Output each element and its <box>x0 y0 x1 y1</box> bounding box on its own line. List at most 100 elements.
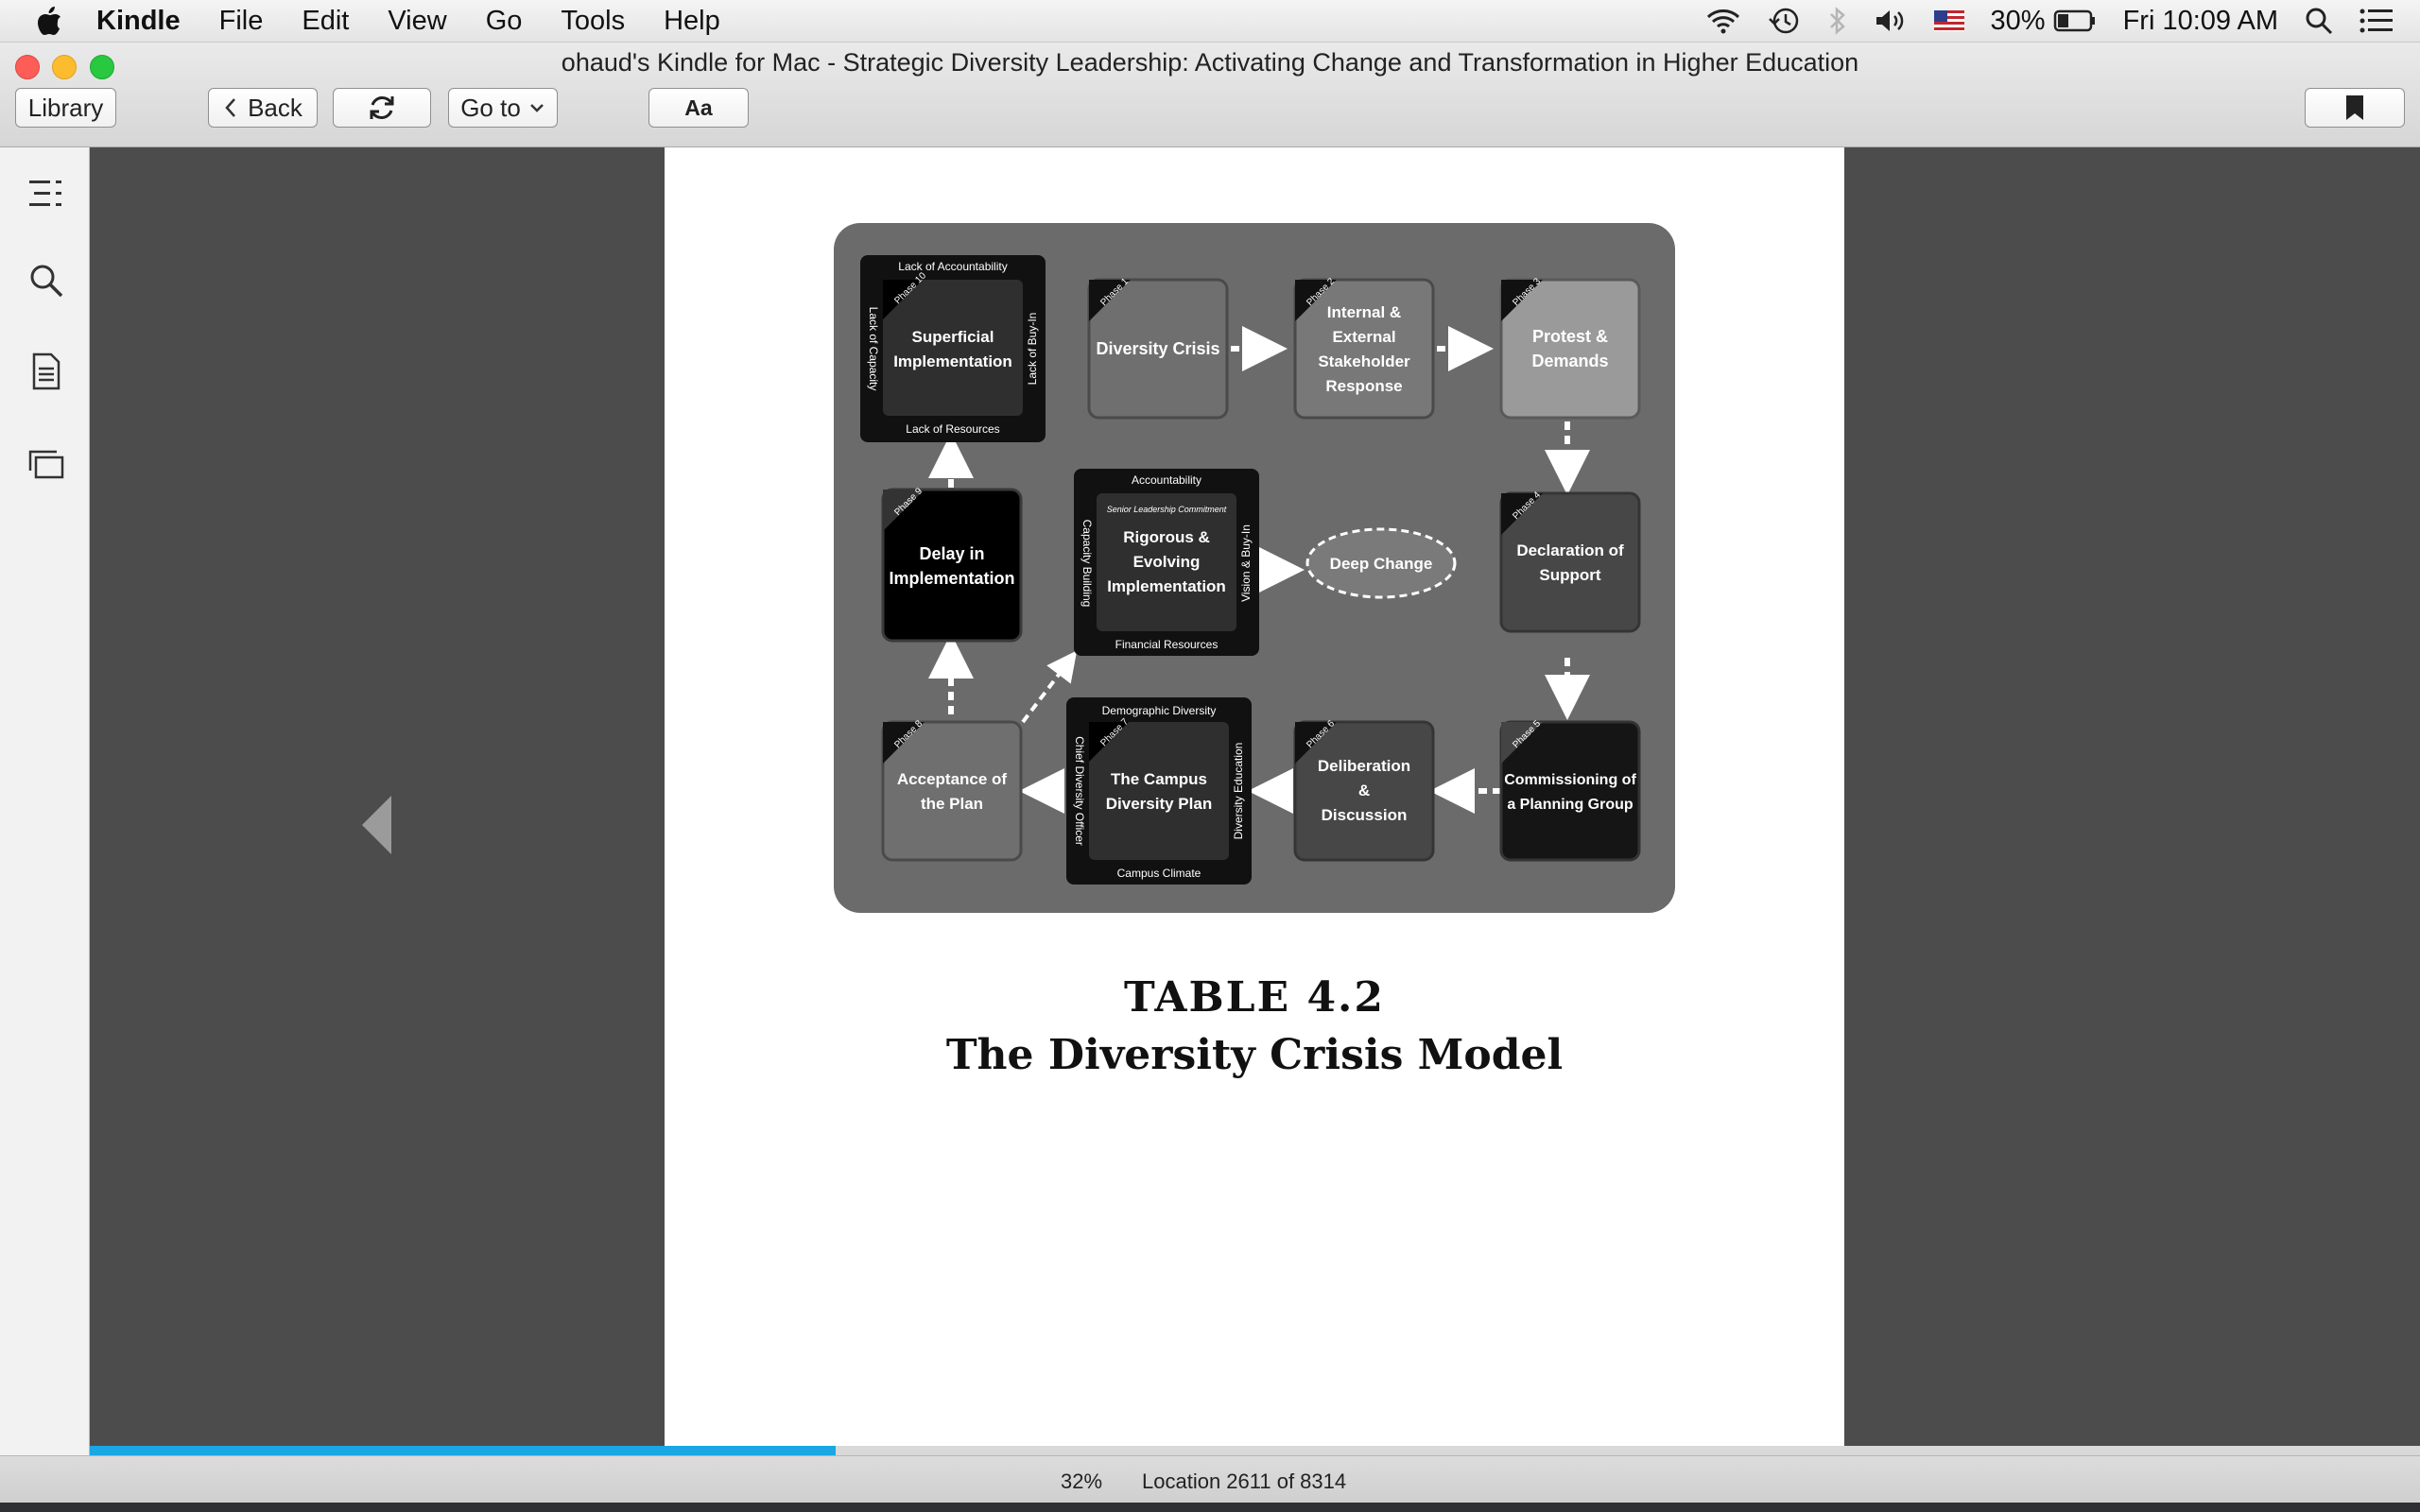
menu-edit[interactable]: Edit <box>302 5 350 36</box>
desktop-background <box>0 1503 2420 1512</box>
box-title-line2: Implementation <box>889 569 1014 588</box>
side-label-top: Lack of Accountability <box>898 260 1007 273</box>
box-title-line2: Demands <box>1531 352 1608 370</box>
box-title-line3: Implementation <box>1107 577 1226 595</box>
box-subtitle: Senior Leadership Commitment <box>1107 505 1227 514</box>
menu-bar: Kindle File Edit View Go Tools Help 30% … <box>0 0 2420 43</box>
side-label-left: Lack of Capacity <box>867 307 880 391</box>
box-title-line1: Protest & <box>1532 327 1608 346</box>
deep-change-ellipse: Deep Change <box>1305 527 1457 599</box>
side-label-bottom: Campus Climate <box>1117 867 1201 880</box>
window-toolbar: ohaud's Kindle for Mac - Strategic Diver… <box>0 43 2420 147</box>
search-icon[interactable] <box>26 261 66 301</box>
figure-caption: TABLE 4.2 The Diversity Crisis Model <box>665 973 1844 1079</box>
zoom-window-button[interactable] <box>90 55 114 79</box>
time-machine-icon[interactable] <box>1768 6 1802 36</box>
phase-10-box: Phase 10 Lack of Accountability Lack of … <box>860 255 1046 442</box>
phase-9-box: Phase 9 Delay in Implementation <box>881 486 1023 643</box>
bookmark-button[interactable] <box>2305 88 2405 128</box>
box-title-line2: External <box>1332 328 1395 346</box>
chevron-left-icon <box>225 98 236 117</box>
menu-go[interactable]: Go <box>485 5 523 36</box>
menu-view[interactable]: View <box>388 5 447 36</box>
apple-menu-icon[interactable] <box>36 6 64 36</box>
box-title-line1: Superficial <box>912 328 994 346</box>
phase-5-box: Phase 5 Commissioning of a Planning Grou… <box>1499 718 1641 862</box>
box-title-line1: Acceptance of <box>897 770 1008 788</box>
status-area: 30% Fri 10:09 AM <box>1705 0 2420 42</box>
side-label-right: Diversity Education <box>1232 743 1245 840</box>
font-settings-button[interactable]: Aa <box>648 88 749 128</box>
spotlight-search-icon[interactable] <box>2305 7 2333 35</box>
phase-3-box: Phase 3 Protest & Demands <box>1499 276 1641 420</box>
menu-help[interactable]: Help <box>664 5 720 36</box>
menu-file[interactable]: File <box>218 5 264 36</box>
side-label-left: Chief Diversity Officer <box>1073 736 1086 846</box>
minimize-window-button[interactable] <box>52 55 77 79</box>
phase-4-box: Phase 4 Declaration of Support <box>1499 490 1641 633</box>
box-title-line3: Stakeholder <box>1318 352 1410 370</box>
box-title-line4: Response <box>1325 377 1402 395</box>
box-title-line1: Diversity Crisis <box>1096 339 1219 358</box>
battery-status[interactable]: 30% <box>1991 6 2097 37</box>
back-button[interactable]: Back <box>208 88 318 128</box>
menu-app-name[interactable]: Kindle <box>96 5 181 36</box>
box-title-line2: Diversity Plan <box>1106 795 1212 813</box>
box-title-line1: Deliberation <box>1318 757 1410 775</box>
progress-percent: 32% <box>1061 1469 1103 1493</box>
box-title-line2: & <box>1358 782 1370 799</box>
input-source-flag-icon[interactable] <box>1933 10 1964 31</box>
clock[interactable]: Fri 10:09 AM <box>2122 5 2278 36</box>
rigorous-implementation-box: Accountability Financial Resources Capac… <box>1074 469 1259 656</box>
volume-icon[interactable] <box>1874 8 1908 34</box>
notification-center-icon[interactable] <box>2360 9 2394 33</box>
phase-8-box: Phase 8 Acceptance of the Plan <box>881 718 1023 862</box>
chevron-down-icon <box>529 104 544 112</box>
box-title-line1: Deep Change <box>1330 555 1433 573</box>
bookmark-icon <box>2346 95 2363 120</box>
box-title-line1: Rigorous & <box>1123 528 1210 546</box>
bluetooth-icon[interactable] <box>1828 6 1847 36</box>
box-title-line3: Discussion <box>1322 806 1408 824</box>
goto-button-label: Go to <box>460 93 521 122</box>
library-button[interactable]: Library <box>15 88 116 128</box>
side-label-bottom: Financial Resources <box>1115 638 1219 651</box>
box-title-line1: Declaration of <box>1516 541 1624 559</box>
previous-page-arrow-icon[interactable] <box>362 796 391 854</box>
side-label-right: Lack of Buy-In <box>1026 313 1039 386</box>
flashcards-icon[interactable] <box>26 444 66 484</box>
back-button-label: Back <box>248 93 302 122</box>
menu-tools[interactable]: Tools <box>561 5 626 36</box>
box-title-line2: Implementation <box>893 352 1012 370</box>
side-label-top: Accountability <box>1132 473 1201 487</box>
sync-button[interactable] <box>333 88 431 128</box>
window-title: ohaud's Kindle for Mac - Strategic Diver… <box>561 48 1859 77</box>
notes-icon[interactable] <box>26 352 66 391</box>
sidebar <box>0 147 90 1455</box>
reading-progress-bar[interactable] <box>90 1446 2420 1455</box>
reading-progress-fill <box>90 1446 836 1455</box>
battery-percent: 30% <box>1990 5 2046 36</box>
status-footer: 32% Location 2611 of 8314 <box>0 1455 2420 1503</box>
box-title-line2: Evolving <box>1133 553 1201 571</box>
box-title-line2: Support <box>1539 566 1600 584</box>
close-window-button[interactable] <box>15 55 40 79</box>
box-title-line1: Commissioning of <box>1504 772 1636 788</box>
wifi-icon[interactable] <box>1705 8 1741 34</box>
phase-1-box: Phase 1 Diversity Crisis <box>1087 276 1229 420</box>
table-of-contents-icon[interactable] <box>26 174 66 214</box>
battery-icon <box>2053 9 2095 32</box>
box-title-line2: a Planning Group <box>1507 797 1634 813</box>
side-label-right: Vision & Buy-In <box>1239 524 1253 602</box>
flow-arrows <box>928 326 1590 814</box>
box-title-line1: Delay in <box>919 544 984 563</box>
phase-2-box: Phase 2 Internal & External Stakeholder … <box>1293 276 1435 420</box>
side-label-bottom: Lack of Resources <box>906 422 999 436</box>
goto-button[interactable]: Go to <box>448 88 558 128</box>
caption-title: The Diversity Crisis Model <box>945 1031 1564 1079</box>
location-indicator: Location 2611 of 8314 <box>1142 1469 1347 1493</box>
box-title-line1: Internal & <box>1327 303 1401 321</box>
side-label-left: Capacity Building <box>1080 520 1094 608</box>
caption-table-number: TABLE 4.2 <box>1123 973 1385 1022</box>
box-title-line2: the Plan <box>921 795 983 813</box>
